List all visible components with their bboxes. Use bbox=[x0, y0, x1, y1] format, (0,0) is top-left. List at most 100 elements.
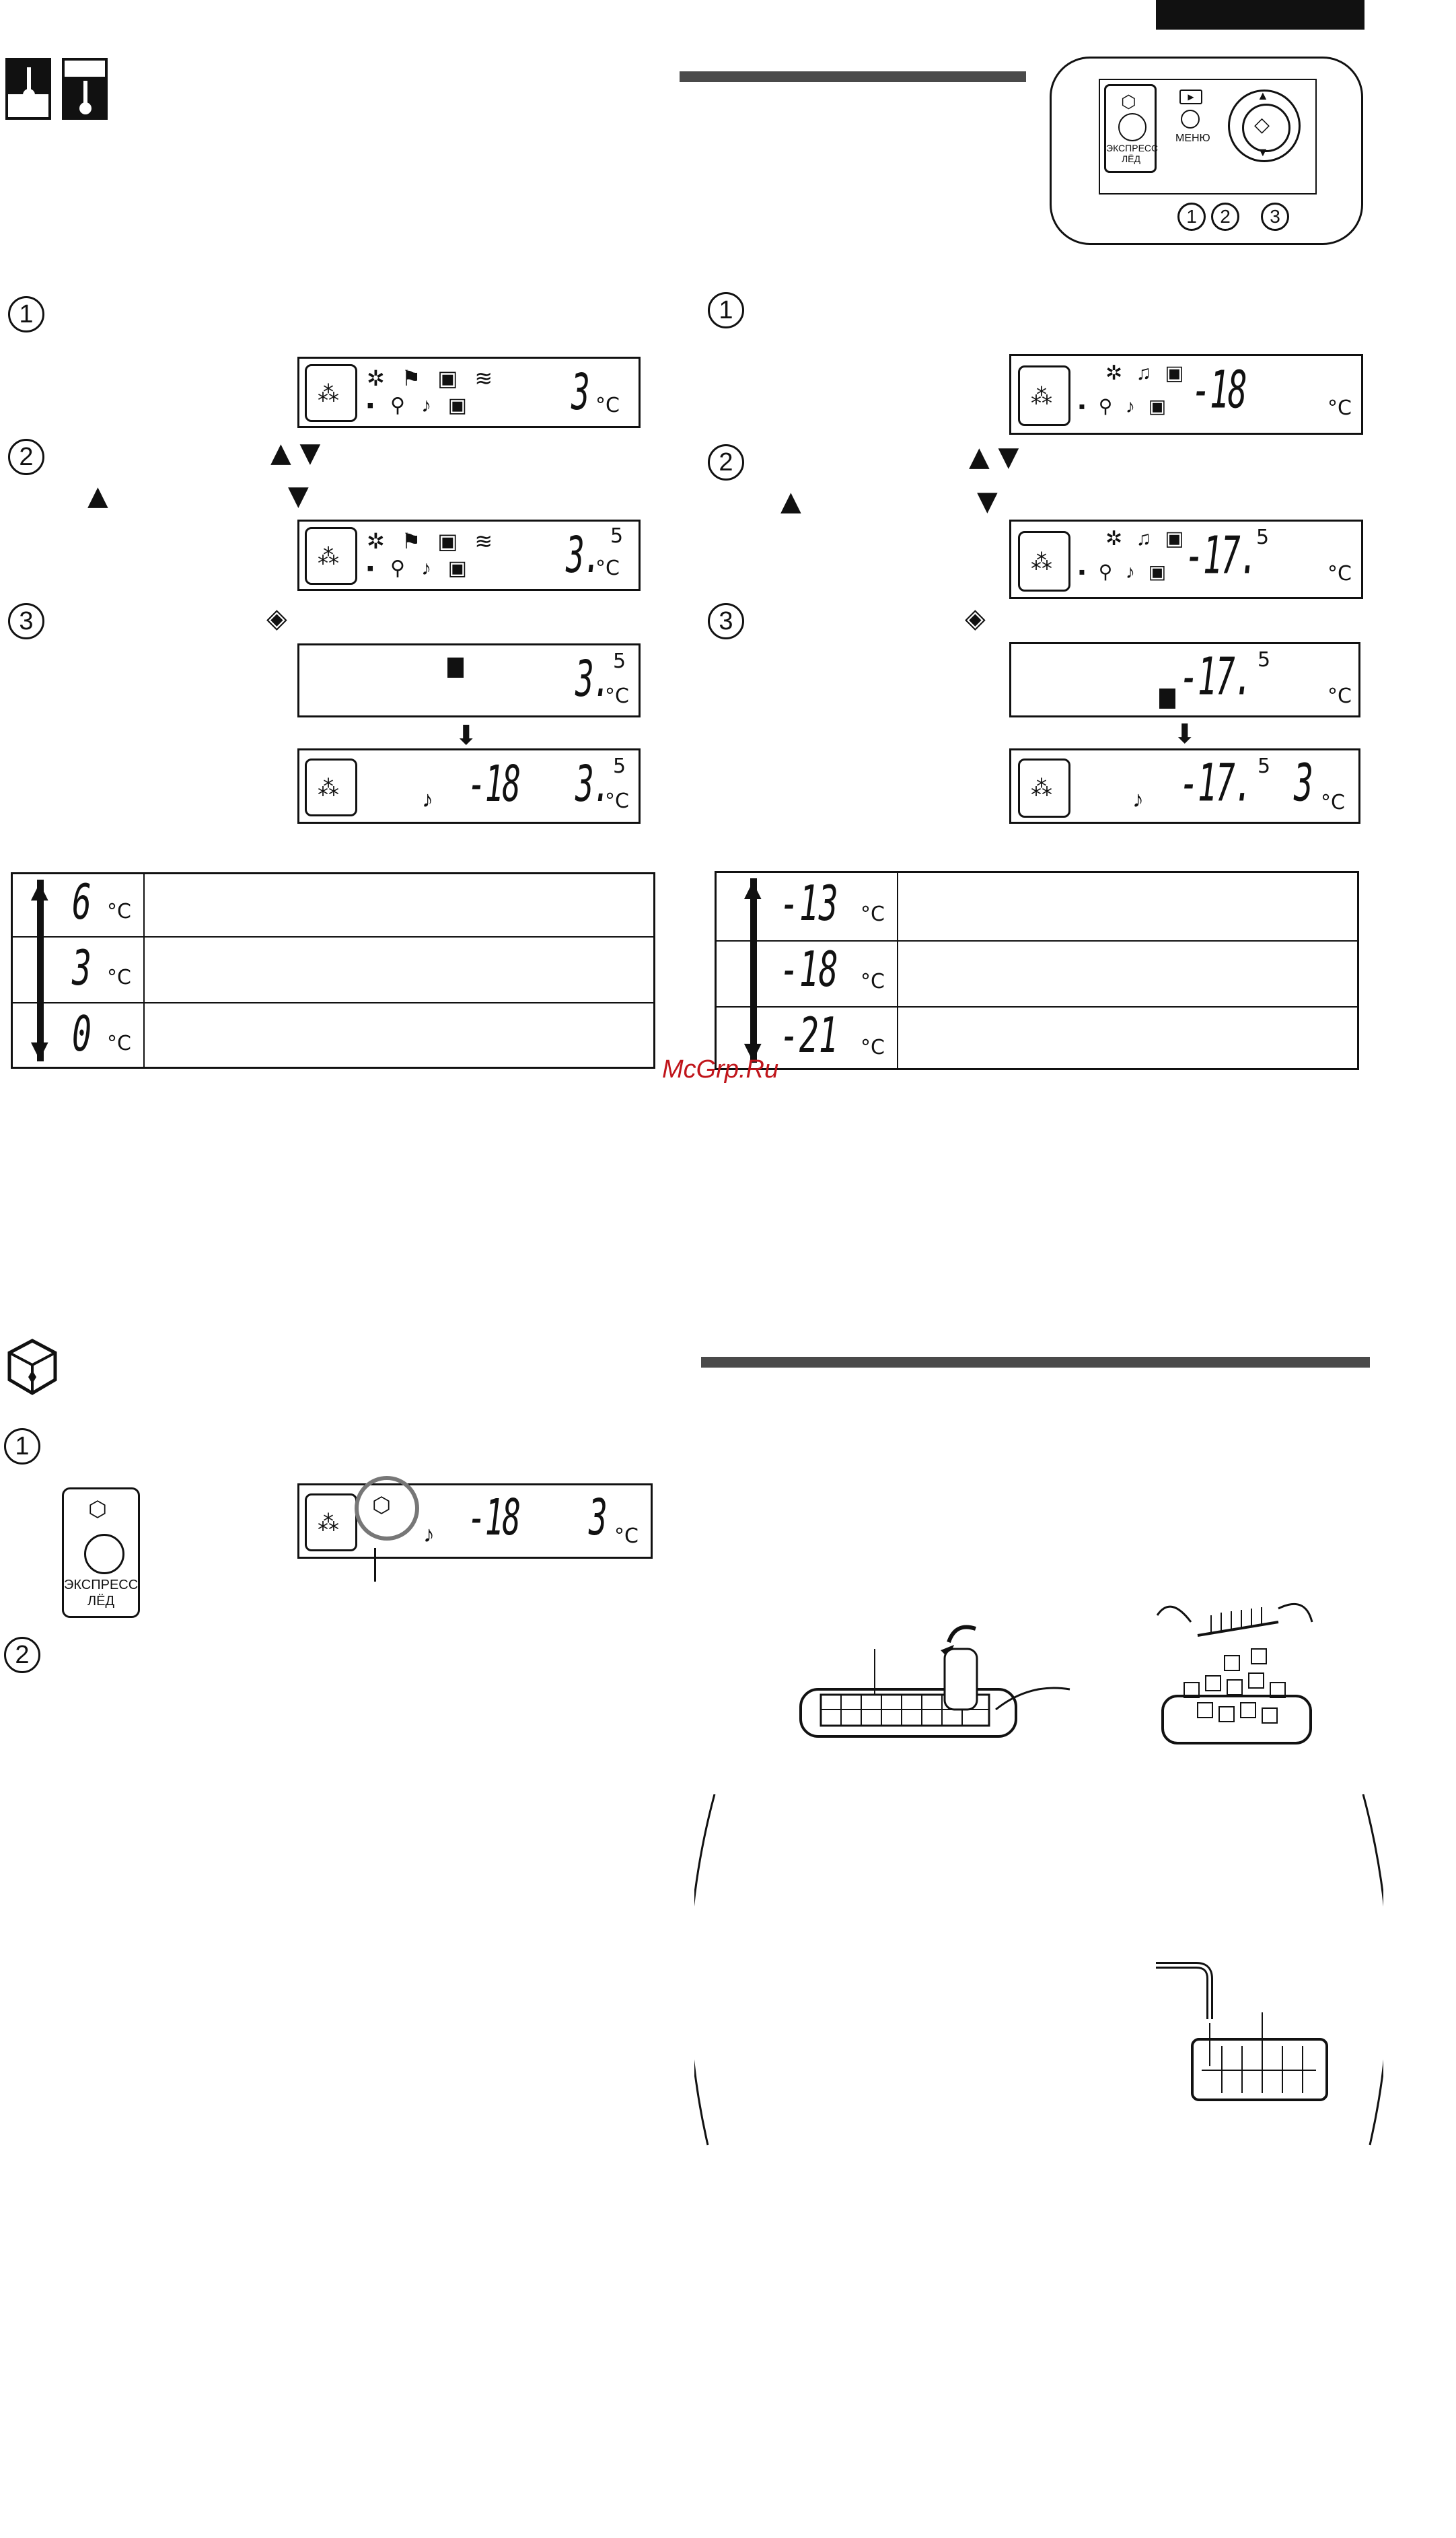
step-1: 1 bbox=[8, 296, 44, 332]
temp-unit: °C bbox=[1327, 396, 1352, 420]
display-panel: ⁂ ♪ -18 3. 5 °C bbox=[297, 748, 641, 824]
callout-2: 2 bbox=[1211, 203, 1239, 231]
step-2: 2 bbox=[8, 439, 44, 475]
table-value: -21 bbox=[780, 1008, 838, 1064]
status-icons-lower: ▪ ⚲ ♪ ▣ bbox=[367, 557, 472, 579]
display-panel: 3. 5 °C bbox=[297, 643, 641, 717]
temp-decimal: 5 bbox=[1256, 526, 1270, 549]
range-arrow bbox=[750, 878, 757, 1063]
temp-readout: -18 bbox=[1192, 360, 1247, 421]
status-icons: ✲ ♫ ▣ bbox=[1105, 362, 1188, 384]
dial-button[interactable]: ◇ ▲ ▼ bbox=[1228, 89, 1301, 162]
temp-unit: °C bbox=[1327, 684, 1352, 708]
down-arrow-icon: ▼ bbox=[977, 486, 998, 517]
table-unit: °C bbox=[861, 1036, 885, 1059]
up-down-arrows: ▲ ▼ bbox=[969, 442, 1019, 472]
down-arrow-icon: ⬇ bbox=[1173, 719, 1196, 749]
freezer-readout: -17. bbox=[1179, 753, 1253, 814]
temp-readout: 3. bbox=[575, 649, 611, 708]
temp-unit: °C bbox=[1327, 562, 1352, 586]
temp-decimal: 5 bbox=[610, 524, 624, 548]
temp-unit: °C bbox=[595, 394, 620, 417]
temp-unit: °C bbox=[605, 789, 629, 813]
grape-icon: ⁂ bbox=[305, 527, 357, 585]
grape-icon: ⁂ bbox=[1018, 531, 1070, 592]
watermark: McGrp.Ru bbox=[662, 1055, 779, 1084]
up-arrow-icon: ▲ bbox=[780, 486, 801, 517]
temp-unit: °C bbox=[1321, 791, 1345, 814]
section-rule bbox=[701, 1357, 1370, 1368]
display-panel: -17. 5 °C bbox=[1009, 642, 1360, 717]
ice-tray-illustration bbox=[1144, 1595, 1319, 1757]
range-arrow bbox=[37, 880, 44, 1061]
down-arrow-icon: ▼ bbox=[1257, 145, 1269, 159]
table-value: -18 bbox=[780, 942, 838, 998]
express-label: ЭКСПРЕСС ЛЁД bbox=[1106, 143, 1159, 164]
temp-readout: 3 bbox=[571, 363, 590, 421]
table-value: 3 bbox=[72, 940, 92, 997]
ice-cube-icon bbox=[7, 1338, 58, 1396]
up-arrow-icon: ▲ bbox=[87, 481, 108, 512]
temp-decimal: 5 bbox=[1258, 648, 1271, 672]
callout-line bbox=[374, 1548, 376, 1582]
ice-tray-illustration bbox=[794, 1615, 1077, 1750]
display-panel: ⁂ ♪ -17. 5 3 °C bbox=[1009, 748, 1360, 824]
table-unit: °C bbox=[107, 1032, 131, 1055]
temp-readout: -17. bbox=[1179, 647, 1253, 707]
table-unit: °C bbox=[861, 903, 885, 926]
table-unit: °C bbox=[107, 900, 131, 923]
freezer-readout: -18 bbox=[468, 1488, 521, 1547]
display-panel: ⁂ ⬡ ♪ -18 3 °C bbox=[297, 1476, 653, 1559]
table-unit: °C bbox=[107, 966, 131, 989]
freezer-readout: -18 bbox=[468, 754, 521, 813]
fridge-icon bbox=[447, 658, 464, 678]
express-label: ЭКСПРЕСС ЛЁД bbox=[64, 1578, 139, 1609]
fridge-readout: 3 bbox=[589, 1488, 608, 1547]
express-ice-button[interactable]: ⬡ ЭКСПРЕСС ЛЁД bbox=[1104, 84, 1159, 173]
step-3: 3 bbox=[708, 603, 744, 639]
up-arrow-icon: ▲ bbox=[1257, 89, 1269, 102]
step-1: 1 bbox=[4, 1428, 40, 1465]
temp-readout: -17. bbox=[1185, 526, 1259, 586]
grape-icon: ⁂ bbox=[305, 364, 357, 422]
status-icons: ✲ ⚑ ▣ ≋ bbox=[367, 529, 499, 553]
status-icons-lower: ▪ ⚲ ♪ ▣ bbox=[1079, 396, 1171, 417]
down-arrow-icon: ▼ bbox=[288, 481, 309, 512]
thermometer-icon bbox=[62, 58, 108, 120]
callout-3: 3 bbox=[1261, 203, 1289, 231]
set-icon: ◈ bbox=[266, 603, 287, 634]
ice-cube-icon: ⬡ bbox=[1121, 92, 1136, 112]
note-icon: ♪ bbox=[423, 1522, 435, 1547]
step-3: 3 bbox=[8, 603, 44, 639]
status-icons: ✲ ⚑ ▣ ≋ bbox=[367, 366, 499, 390]
step-2: 2 bbox=[708, 444, 744, 481]
down-arrow-icon: ⬇ bbox=[455, 721, 478, 750]
grape-icon: ⁂ bbox=[1018, 365, 1070, 426]
control-panel: ⬡ ЭКСПРЕСС ЛЁД ▶ МЕНЮ ◇ ▲ ▼ 1 2 3 bbox=[1050, 57, 1363, 245]
grape-icon: ⁂ bbox=[305, 1493, 357, 1551]
table-value: -13 bbox=[780, 876, 838, 932]
set-icon: ◇ bbox=[1254, 114, 1270, 136]
temp-decimal: 5 bbox=[1258, 754, 1271, 778]
step-2: 2 bbox=[4, 1637, 40, 1673]
express-ice-button[interactable]: ⬡ ЭКСПРЕСС ЛЁД bbox=[62, 1487, 140, 1618]
table-unit: °C bbox=[861, 970, 885, 993]
grape-icon: ⁂ bbox=[1018, 759, 1070, 818]
menu-button[interactable]: ▶ МЕНЮ bbox=[1175, 90, 1210, 144]
status-icons-lower: ▪ ⚲ ♪ ▣ bbox=[367, 394, 472, 417]
temp-range-table: ▲ ▼ -13 °C -18 °C -21 °C bbox=[715, 871, 1359, 1070]
note-frame bbox=[688, 1794, 1390, 2535]
display-panel: ⁂ ✲ ⚑ ▣ ≋ ▪ ⚲ ♪ ▣ 3. 5 °C bbox=[297, 520, 641, 591]
temp-readout: 3. bbox=[566, 526, 602, 584]
menu-label: МЕНЮ bbox=[1175, 133, 1210, 144]
temp-unit: °C bbox=[605, 684, 629, 708]
ice-cube-icon: ⬡ bbox=[372, 1493, 391, 1517]
display-panel: ⁂ ✲ ♫ ▣ ▪ ⚲ ♪ ▣ -18 °C bbox=[1009, 354, 1363, 435]
fridge-readout: 3 bbox=[1294, 753, 1313, 814]
status-icons: ✲ ♫ ▣ bbox=[1105, 528, 1188, 550]
set-icon: ◈ bbox=[965, 603, 986, 634]
display-panel: ⁂ ✲ ♫ ▣ ▪ ⚲ ♪ ▣ -17. 5 °C bbox=[1009, 520, 1363, 599]
note-icon: ♪ bbox=[422, 787, 433, 812]
temp-range-table: ▲ ▼ 6 °C 3 °C 0 °C bbox=[11, 872, 655, 1069]
display-panel: ⁂ ✲ ⚑ ▣ ≋ ▪ ⚲ ♪ ▣ 3 °C bbox=[297, 357, 641, 428]
